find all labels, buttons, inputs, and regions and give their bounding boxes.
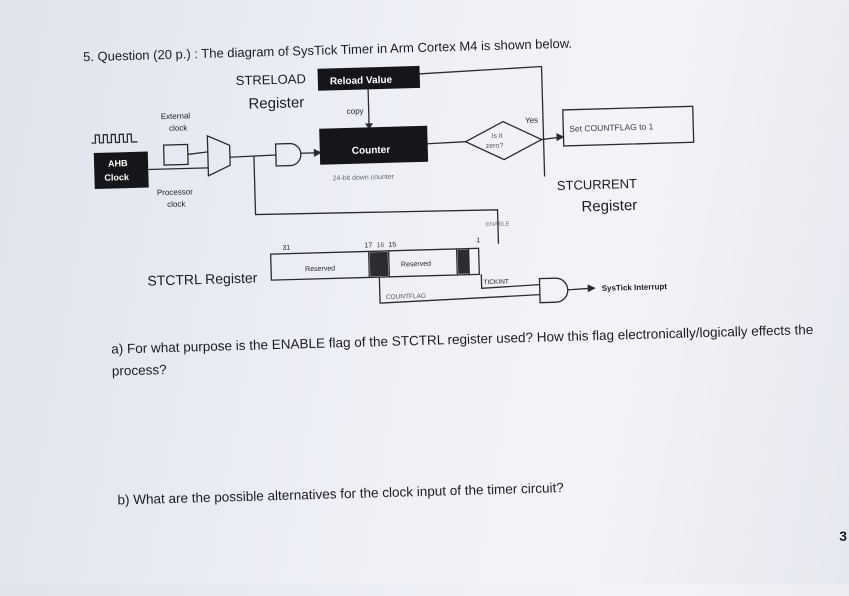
processor-clock-line2: clock	[167, 199, 186, 209]
external-clock-line2: clock	[169, 123, 188, 133]
bit-17-label: 17	[364, 242, 372, 249]
tickint-text: TICKINT	[483, 279, 508, 287]
clock-mux	[207, 135, 230, 176]
is-zero-line1: Is it	[491, 133, 502, 140]
bit-16-label: 16	[376, 242, 384, 249]
bit-31-label: 31	[282, 245, 290, 252]
systick-interrupt-text: SysTick Interrupt	[602, 282, 668, 293]
reserved-right-text: Reserved	[401, 261, 431, 269]
countflag-signal-text: COUNTFLAG	[386, 293, 426, 301]
enable-text: ENABLE	[486, 221, 510, 228]
page-edge-mark: 3	[839, 528, 847, 544]
copy-arrow	[368, 89, 369, 127]
interrupt-and-gate	[539, 278, 568, 303]
ahb-label: AHB	[108, 158, 128, 169]
is-zero-line2: zero?	[486, 143, 504, 150]
bit-1-label: 1	[476, 237, 480, 244]
yes-text: Yes	[525, 116, 538, 125]
countflag-set-text: Set COUNTFLAG to 1	[569, 121, 654, 133]
stctrl-register-label: STCTRL Register	[147, 270, 258, 289]
counter-sub-text: 24-bit down counter	[332, 174, 394, 183]
stctrl-bit16-fill	[370, 252, 389, 276]
is-zero-diamond	[465, 121, 542, 161]
streload-label: STRELOAD	[236, 71, 306, 88]
counter-text: Counter	[352, 145, 391, 157]
ahb-clock-label: Clock	[104, 172, 130, 183]
stcurrent-register-label: Register	[581, 197, 637, 216]
processor-clock-line1: Processor	[157, 187, 194, 197]
external-clock-line1: External	[161, 111, 191, 121]
and-gate	[276, 143, 302, 166]
external-clock-box	[164, 144, 189, 165]
bit-15-label: 15	[388, 242, 396, 249]
streload-register-label: Register	[248, 94, 304, 113]
counter-to-compare-line	[428, 142, 466, 144]
stctrl-bit2-fill	[458, 250, 470, 274]
square-wave-icon	[91, 134, 137, 143]
copy-text: copy	[347, 107, 364, 116]
stcurrent-label: STCURRENT	[557, 176, 638, 193]
ahb-clock-block	[94, 152, 149, 189]
reserved-left-text: Reserved	[305, 265, 335, 273]
reload-value-text: Reload Value	[330, 75, 393, 88]
